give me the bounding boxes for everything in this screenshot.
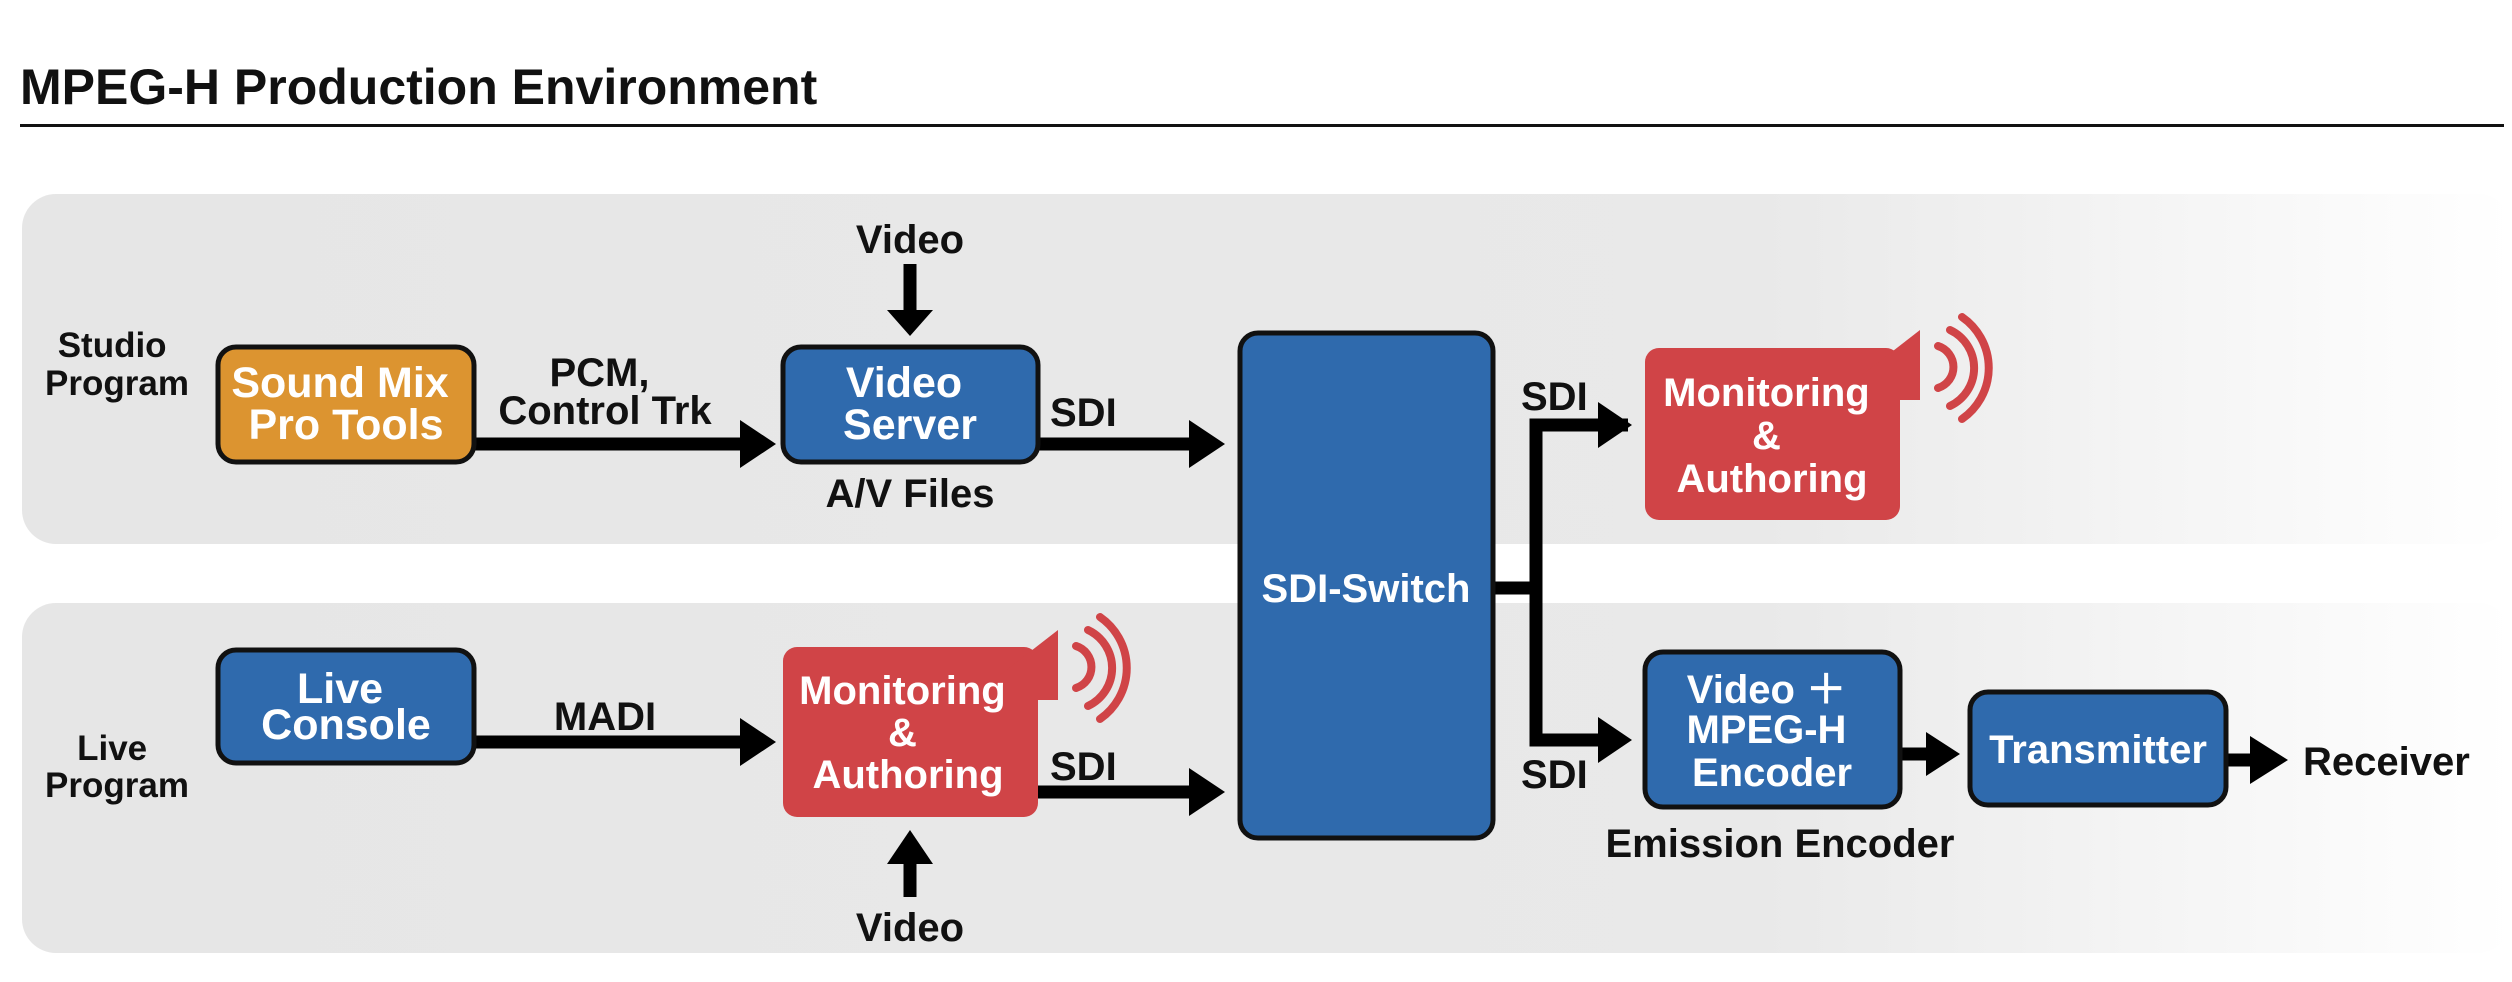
arrow-video-top (887, 310, 933, 336)
studio-program-label: Studio Program (45, 326, 189, 403)
arrow-transmitter-receiver (2250, 736, 2288, 784)
sdi-encoder-label: SDI (1521, 753, 1588, 797)
arrow-sdi-encoder (1598, 717, 1632, 763)
svg-text:SDI-Switch: SDI-Switch (1262, 567, 1471, 611)
arrow-madi (740, 718, 776, 766)
transmitter-block: Transmitter (1967, 689, 2229, 808)
arrow-video-bottom (887, 830, 933, 864)
sdi-live-label: SDI (1050, 745, 1117, 789)
svg-text:Video Server: Video Server (843, 359, 977, 449)
sound-waves-icon (1934, 313, 1993, 423)
arrow-sdi-monitor (1598, 402, 1632, 448)
sdi-switch-block: SDI-Switch (1237, 330, 1496, 841)
pcm-control-track-label: PCM, Control Trk (498, 351, 712, 433)
emission-encoder-label: Emission Encoder (1606, 822, 1955, 866)
sdi-monitor-label: SDI (1521, 375, 1588, 419)
av-files-label: A/V Files (826, 472, 995, 516)
svg-text:Transmitter: Transmitter (1989, 728, 2207, 772)
live-program-label: Live Program (45, 729, 189, 805)
video-input-bottom-label: Video (856, 906, 964, 950)
video-server-block: Video Server (780, 344, 1041, 465)
svg-text:Sound Mix Pro Tools: Sound Mix Pro Tools (231, 359, 460, 449)
speaker-icon (1862, 330, 1920, 400)
svg-text:Live Console: Live Console (261, 665, 431, 749)
receiver-label: Receiver (2303, 740, 2470, 784)
title-rule (20, 124, 2504, 127)
sound-waves-icon (1072, 613, 1131, 723)
connector-lines (475, 264, 2252, 897)
monitoring-authoring-output-block: Monitoring & Authoring (1645, 313, 1993, 520)
svg-text:Video ＋ MPEG-H Enc: Video ＋ MPEG-H Encoder (1686, 668, 1857, 795)
madi-label: MADI (554, 695, 656, 739)
arrowheads (740, 310, 2288, 864)
monitoring-authoring-live-block: Monitoring & Authoring (783, 613, 1131, 817)
svg-text:Monitoring & Autho: Monitoring & Authoring (1663, 371, 1881, 501)
sound-mix-block: Sound Mix Pro Tools (215, 344, 477, 465)
live-console-block: Live Console (215, 647, 477, 766)
page-title: MPEG-H Production Environment (20, 59, 818, 115)
sdi-studio-label: SDI (1050, 391, 1117, 435)
svg-text:Monitoring & Autho: Monitoring & Authoring (799, 669, 1017, 797)
video-mpeg-h-encoder-block: Video ＋ MPEG-H Encoder (1642, 649, 1903, 810)
arrow-sdi-studio (1189, 420, 1225, 468)
arrow-sdi-live (1189, 768, 1225, 816)
speaker-icon (1000, 630, 1058, 700)
arrow-pcm (740, 420, 776, 468)
arrow-encoder-transmitter (1926, 732, 1960, 776)
video-input-top-label: Video (856, 218, 964, 262)
